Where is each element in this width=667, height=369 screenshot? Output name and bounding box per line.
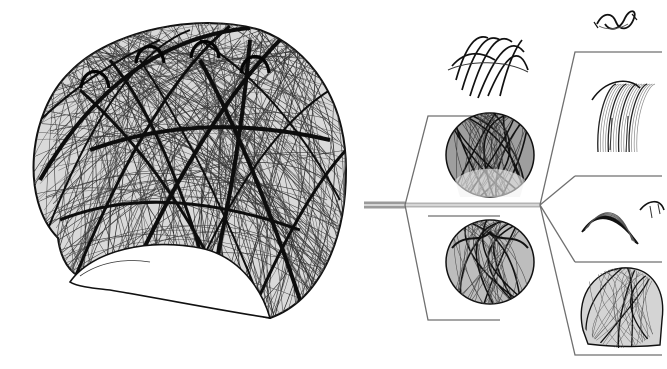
shell-rendering bbox=[0, 0, 373, 339]
arc-line bbox=[640, 202, 664, 210]
arch-line bbox=[488, 56, 528, 96]
right-arc-thumbnail bbox=[582, 202, 664, 244]
right-drape-thumbnail bbox=[592, 81, 655, 152]
small-knot-thumbnail bbox=[594, 11, 637, 29]
drape-line bbox=[637, 84, 655, 152]
upper-dome-thumbnail bbox=[446, 112, 534, 200]
arc-line bbox=[650, 204, 660, 218]
lower-dome-thumbnail bbox=[446, 220, 534, 305]
top-arch-lines-thumbnail bbox=[448, 37, 528, 98]
right-bottom-dome-thumbnail bbox=[581, 268, 663, 350]
right-branch-spoke-lower bbox=[540, 205, 575, 262]
